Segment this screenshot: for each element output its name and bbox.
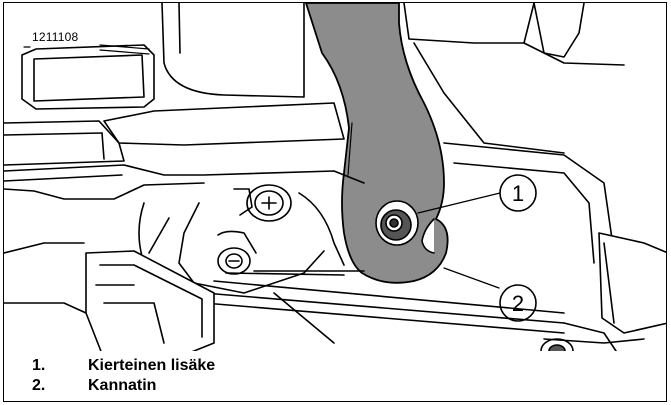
callout-2-number: 2 [512,291,524,316]
figure-id: 1211108 [32,30,79,44]
legend-label: Kannatin [88,377,157,394]
recessed-panel [21,44,155,110]
rail [203,292,565,324]
upper-housing [161,3,305,98]
callout-1-leader [417,192,501,214]
legend-number: 1. [32,357,46,374]
legend-item: 1. Kierteinen lisäke [32,357,215,375]
legend-number: 2. [32,377,46,394]
legend-item: 2. Kannatin [32,377,156,395]
shelf [103,102,345,146]
right-panel [598,232,666,334]
diagram-frame: 1 2 1211108 1. Kierteinen lisäke 2. Kannat… [3,2,667,402]
callout-1-number: 1 [512,181,524,206]
callout-2-leader [443,267,500,289]
callout-1-circle [499,174,537,212]
callout-2-circle [499,284,537,322]
legend-label: Kierteinen lisäke [88,357,216,374]
mechanical-illustration: 1 2 [4,3,666,401]
